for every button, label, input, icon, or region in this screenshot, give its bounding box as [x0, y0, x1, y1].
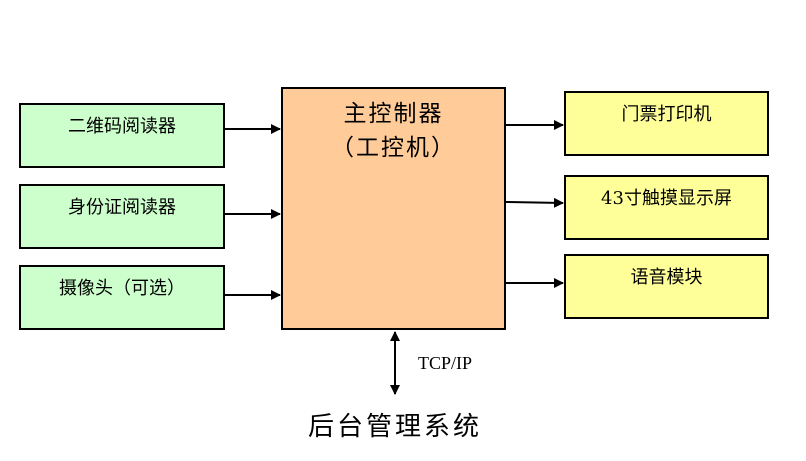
controller-subtitle: （工控机） [331, 135, 456, 161]
touch-display-box: 43寸触摸显示屏 [564, 175, 769, 240]
backend-system-label: 后台管理系统 [308, 412, 483, 442]
id-card-reader-box: 身份证阅读器 [19, 184, 225, 249]
touch-display-label: 43寸触摸显示屏 [601, 188, 732, 209]
voice-module-label: 语音模块 [630, 267, 703, 288]
camera-box: 摄像头（可选） [19, 265, 225, 330]
main-controller-box: 主控制器 （工控机） [281, 87, 506, 330]
camera-label: 摄像头（可选） [59, 278, 185, 299]
qr-reader-box: 二维码阅读器 [19, 103, 225, 168]
ticket-printer-box: 门票打印机 [564, 91, 769, 156]
controller-title: 主控制器 [343, 101, 444, 127]
qr-reader-label: 二维码阅读器 [68, 116, 176, 137]
tcp-ip-label: TCP/IP [418, 353, 473, 373]
arrow-controller-to-display [505, 197, 564, 208]
ticket-printer-label: 门票打印机 [621, 104, 712, 125]
id-card-reader-label: 身份证阅读器 [68, 197, 176, 218]
voice-module-box: 语音模块 [564, 254, 769, 319]
